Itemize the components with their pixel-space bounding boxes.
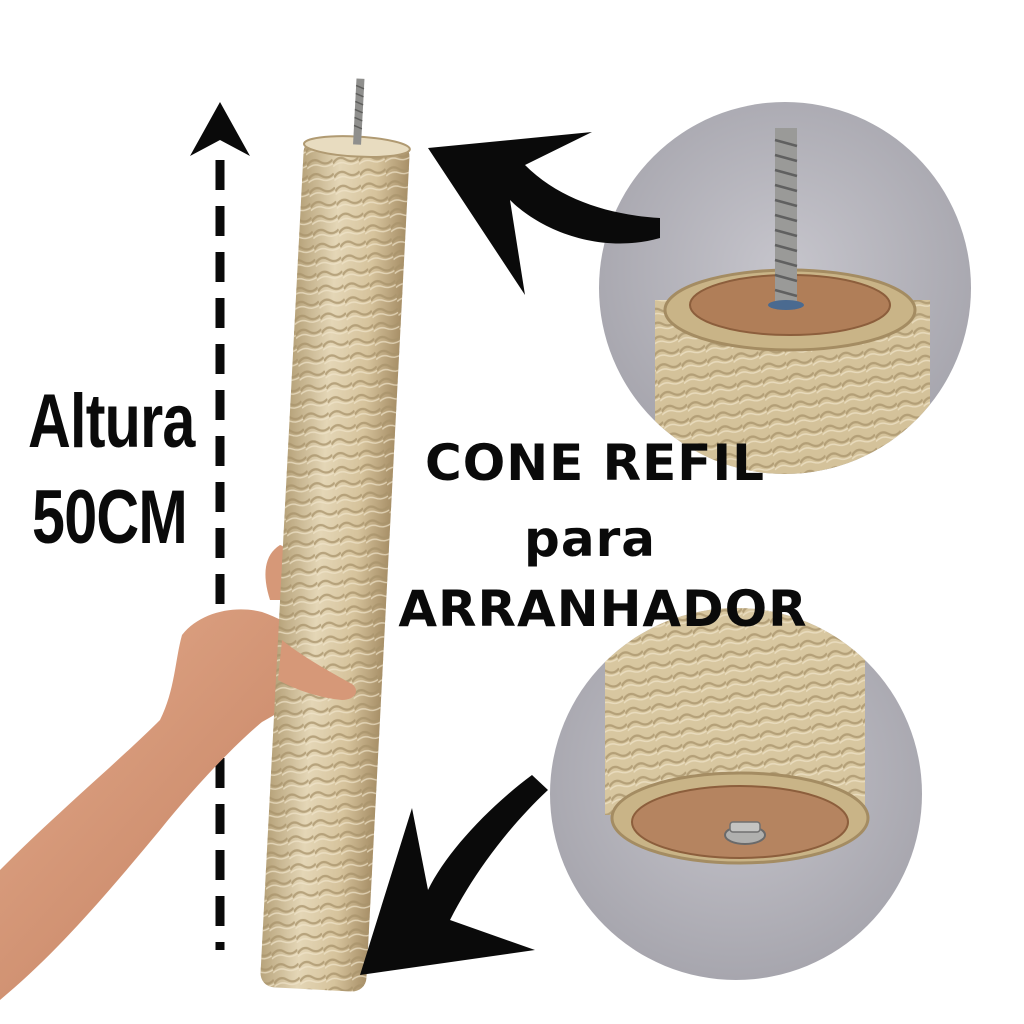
title-line2: para (524, 510, 656, 568)
sisal-post (260, 78, 411, 992)
bottom-detail-circle (550, 608, 922, 980)
curved-arrow-bottom-icon (360, 775, 548, 975)
title-line1: CONE REFIL (425, 434, 765, 492)
top-detail-circle (599, 102, 971, 474)
fingers (278, 640, 357, 700)
curved-arrow-top-icon (428, 132, 660, 295)
dashed-up-arrow-icon (190, 102, 250, 950)
height-label-line2: 50CM (32, 475, 188, 560)
title-line3: ARRANHADOR (398, 580, 808, 638)
height-label-line1: Altura (28, 379, 195, 464)
